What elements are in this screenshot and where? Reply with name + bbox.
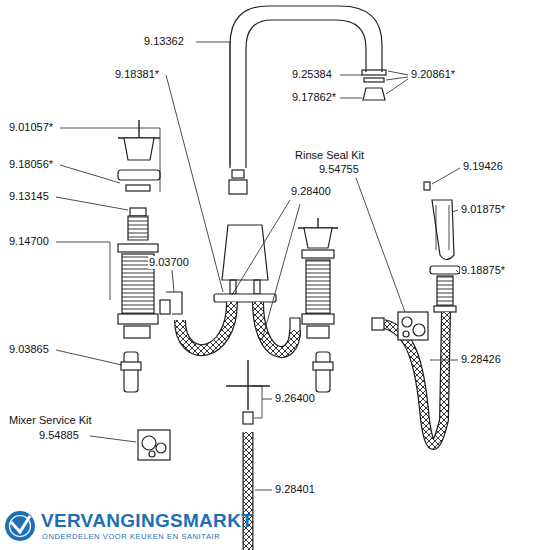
callout-number: 9.28426	[460, 353, 502, 366]
callout-number: 9.13145	[8, 190, 50, 203]
callout-number: 9.54885	[38, 429, 80, 442]
callout-number: 9.18381*	[114, 68, 160, 81]
callout-number: 9.25384	[291, 68, 333, 81]
callout-number: 9.03700	[148, 256, 190, 269]
callout-number: 9.20861*	[410, 68, 456, 81]
callout-number: 9.17862*	[291, 91, 337, 104]
callout-number: 9.18056*	[8, 158, 54, 171]
brand-tagline: ONDERDELEN VOOR KEUKEN EN SANITAIR	[41, 532, 221, 541]
callout-number: 9.13362	[143, 35, 185, 48]
callout-number: 9.28400	[290, 185, 332, 198]
callout-number: 9.01875*	[460, 203, 506, 216]
callout-number: 9.01057*	[8, 121, 54, 134]
callout-number: 9.26400	[274, 392, 316, 405]
brand-name: VERVANGINGSMARKT	[40, 510, 254, 531]
callout-number: 9.54755	[318, 163, 360, 176]
callout-number: 9.28401	[274, 483, 316, 496]
callout-number: 9.18875*	[460, 264, 506, 277]
kit-label: Rinse Seal Kit	[294, 149, 365, 162]
callout-number: 9.14700	[8, 235, 50, 248]
callout-number: 9.03865	[8, 343, 50, 356]
callout-number: 9.19426	[462, 160, 504, 173]
kit-label: Mixer Service Kit	[8, 414, 93, 427]
